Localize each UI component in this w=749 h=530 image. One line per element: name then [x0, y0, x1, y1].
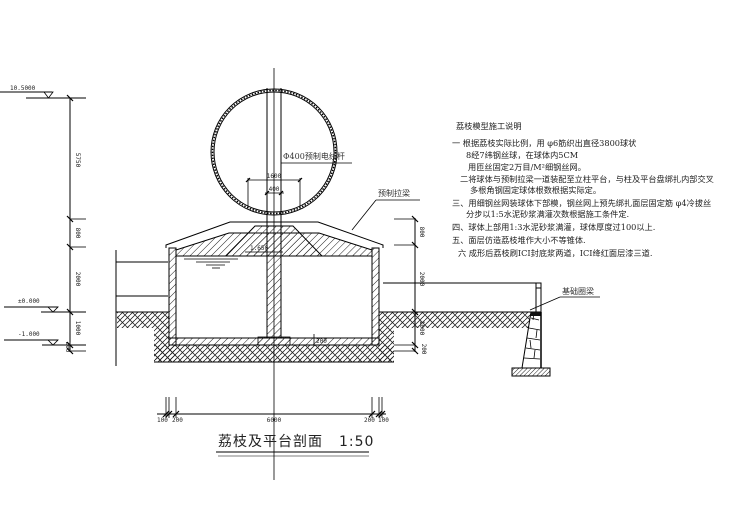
beam-label: 预制拉梁 [378, 188, 410, 198]
dim-5750: 5750 [74, 153, 81, 168]
dim-2000: 2000 [74, 272, 81, 287]
note-line: 分步以1:5水泥砂浆满灌次数根据施工条件定. [466, 209, 630, 219]
drawing-scale: 1:50 [339, 434, 375, 450]
note-line: 三、用细钢丝网装球体下部模，钢丝网上预先绑扎面层固定筋 φ4冷拔丝 [452, 198, 712, 208]
beam-label-group: 预制拉梁 [351, 188, 420, 231]
right-dimension-chain: 800 2000 1000 200 [394, 215, 427, 355]
sphere-dimensions: 1600 400 [245, 173, 303, 208]
dim-1000: 1000 [74, 321, 81, 336]
note-line: 8经7纬钢丝球，在球体内5CM [466, 150, 579, 160]
elevation-top-label: 10.5000 [10, 85, 36, 92]
tank [165, 221, 384, 346]
footing-dimension: 200 [302, 334, 327, 346]
note-line: 六 成形后荔枝刷ICI封底浆两道，ICI绛红面层漆三道. [458, 248, 653, 258]
dim-right-200: 200 [364, 417, 375, 424]
right-dim-200: 200 [420, 344, 427, 355]
elevation-bottom-label: -1.000 [18, 331, 40, 338]
dim-200: 200 [64, 342, 71, 353]
dim-right-100: 100 [378, 417, 389, 424]
water-level-label: 1.650 [250, 245, 268, 252]
drawing-title: 荔枝及平台剖面 [218, 434, 323, 450]
note-line: 四、球体上部用1:3水泥砂浆满灌，球体厚度过100以上. [452, 222, 656, 232]
foundation-label: 基础圈梁 [562, 286, 594, 296]
elevation-marker-top: 10.5000 [0, 85, 86, 99]
dim-400: 400 [269, 186, 280, 193]
note-line: 多根角钢固定球体根数根据实际定。 [470, 185, 602, 195]
water-level-marker: 1.650 [184, 245, 283, 269]
drawing-caption: 荔枝及平台剖面 1:50 [218, 431, 374, 451]
left-dimension-chain: 5750 800 2000 1000 200 [64, 94, 86, 355]
pole-label: Φ400预制电线杆 [283, 151, 345, 161]
pole-label-group: Φ400预制电线杆 [281, 151, 352, 164]
note-line: 一 根据荔枝实际比例，用 φ6筋织出直径3800球状 [452, 138, 637, 148]
dim-800: 800 [74, 228, 81, 239]
dim-1600: 1600 [267, 173, 282, 180]
right-dim-2000: 2000 [418, 272, 425, 287]
note-line: 二将球体与预制拉梁一道装配至立柱平台，与柱及平台盘绑扎内部交叉 [460, 174, 714, 184]
foundation-label-group: 基础圈梁 [529, 286, 600, 311]
dim-left-100: 100 [157, 417, 168, 424]
footing-dim-label: 200 [316, 338, 327, 345]
note-line: 五、面层仿造荔枝堆作大小不等锥体. [452, 235, 586, 245]
stone-retaining-wall [511, 311, 551, 377]
dim-6000: 6000 [267, 417, 282, 424]
earth-fill-left [117, 312, 169, 328]
notes-title: 荔枝模型施工说明 [456, 121, 522, 131]
right-dim-1000: 1000 [418, 321, 425, 336]
dim-left-200: 200 [172, 417, 183, 424]
earth-fill-right [379, 312, 539, 328]
elevation-marker-bottom: -1.000 [4, 331, 86, 346]
railing-post [535, 282, 542, 313]
right-dim-800: 800 [418, 227, 425, 238]
elevation-ground-label: ±0.000 [18, 298, 40, 305]
note-line: 用匝丝固定2万目/M²细钢丝网。 [468, 162, 586, 172]
bottom-dimension-chain: 100 200 6000 200 100 [157, 397, 389, 424]
concrete-pole [266, 68, 282, 480]
elevation-marker-ground: ±0.000 [4, 298, 86, 313]
